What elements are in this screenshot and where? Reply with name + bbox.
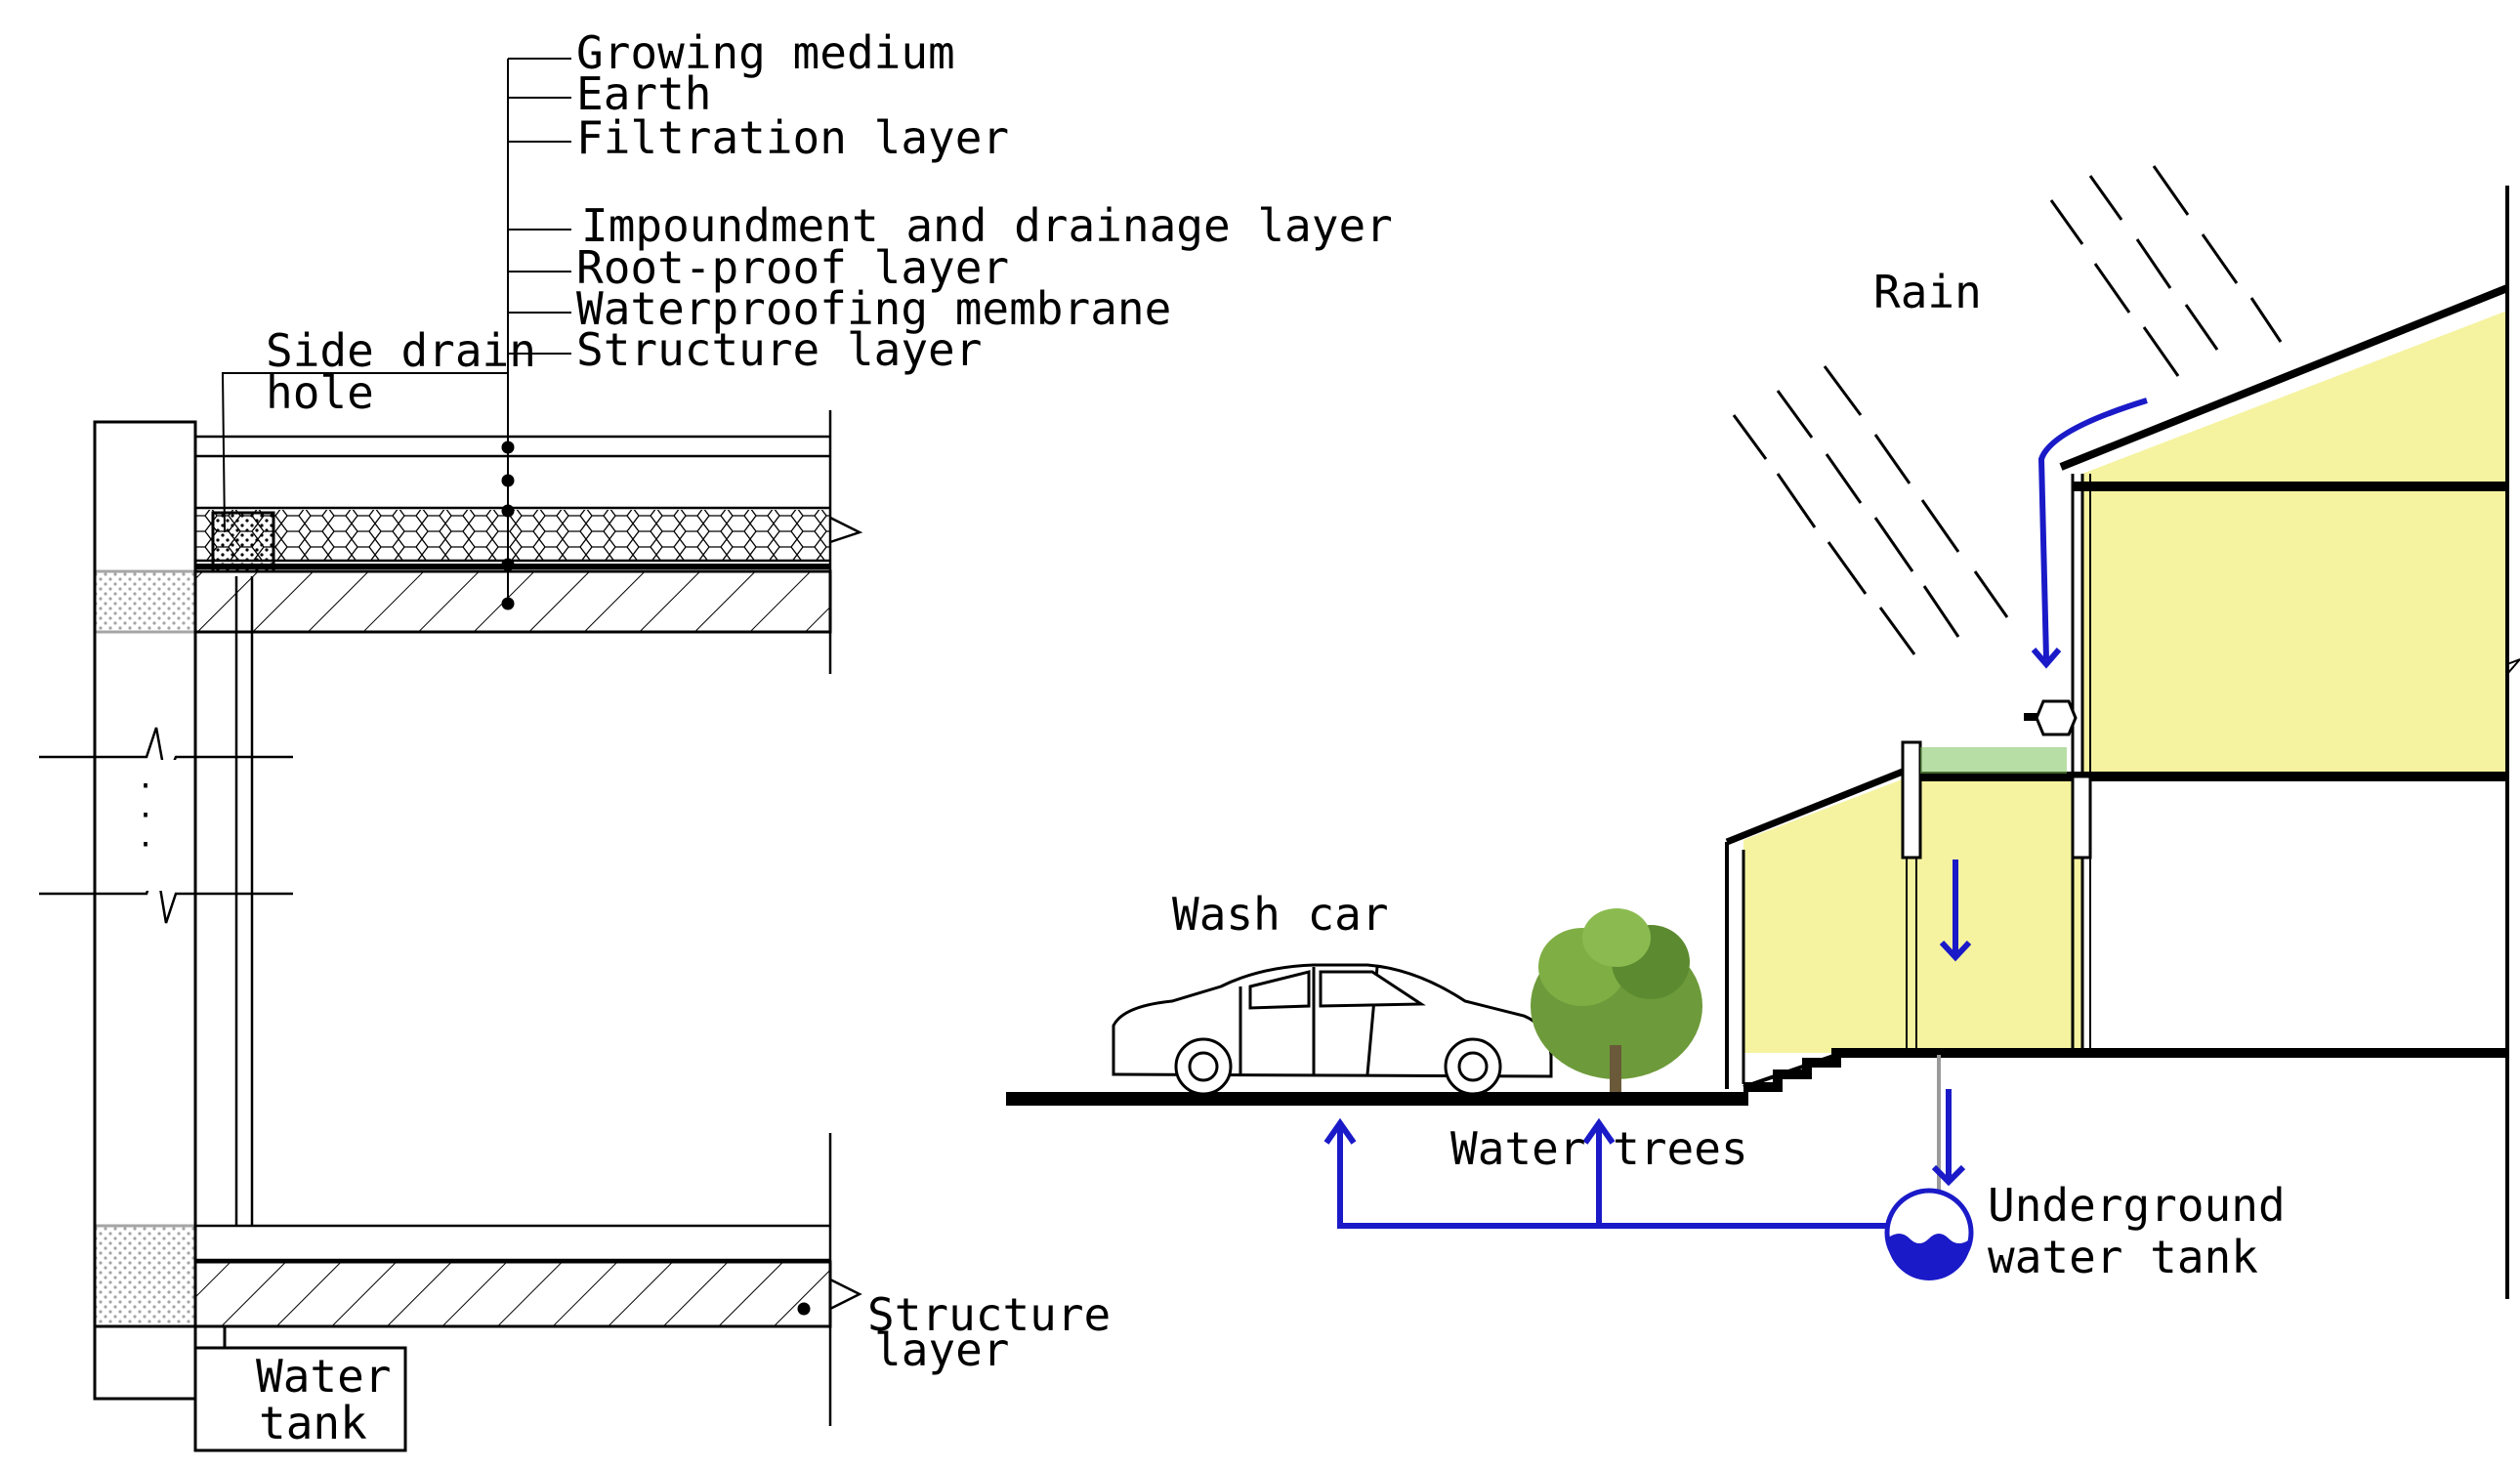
water-tap-icon — [2035, 699, 2078, 736]
upper-roof-line — [2059, 284, 2509, 471]
lower-structure-slab — [193, 1260, 832, 1328]
insulation-band — [93, 569, 197, 634]
layer-labels: Growing medium Earth Filtration layer Im… — [576, 26, 1393, 376]
tree-icon — [1531, 908, 1702, 1092]
water-tank-label-line1: Water — [256, 1350, 391, 1403]
layer-label-structure: Structure layer — [576, 323, 982, 376]
svg-text:·: · — [137, 828, 154, 862]
underground-tank-label-line2: water tank — [1988, 1231, 2258, 1283]
break-line-upper — [39, 727, 293, 786]
roof-section-detail: · · · — [39, 58, 863, 1452]
svg-text:·: · — [137, 799, 154, 833]
rain-label: Rain — [1873, 266, 1982, 318]
column-left — [1901, 740, 1922, 860]
rain-icon — [1732, 165, 2283, 655]
side-drain-label-line1: Side drain — [266, 324, 536, 377]
car-icon — [1112, 963, 1553, 1096]
lower-building-fill — [1743, 776, 2082, 1053]
drainage-layer — [195, 510, 830, 561]
structure-label-line1: Structure — [867, 1288, 1111, 1341]
downpipe-arrowhead — [2031, 648, 2062, 669]
upper-building-fill — [2082, 311, 2507, 776]
break-line-lower — [39, 863, 293, 924]
layer-label-filtration: Filtration layer — [576, 111, 1009, 164]
water-flow-system — [1323, 398, 2148, 1229]
street-pavement — [1006, 1092, 1748, 1106]
structure-label-line2: layer — [874, 1323, 1009, 1376]
ellipsis-dots: · — [137, 770, 154, 804]
water-trees-label: Water trees — [1450, 1122, 1748, 1175]
lower-roof-line — [1725, 768, 1905, 846]
column-right — [2071, 775, 2092, 860]
ground-floor-line — [1743, 1048, 2507, 1092]
underground-tank-icon — [1884, 1188, 1974, 1280]
wash-car-label: Wash car — [1172, 888, 1389, 941]
layer-label-earth: Earth — [576, 67, 711, 120]
layer-label-waterproofing: Waterproofing membrane — [576, 282, 1171, 335]
side-drain-hole — [211, 511, 275, 573]
underground-tank-label-line1: Underground — [1988, 1179, 2286, 1232]
layer-label-impoundment: Impoundment and drainage layer — [581, 199, 1393, 252]
side-drain-label-line2: hole — [266, 366, 374, 419]
water-tank-label-line2: tank — [259, 1397, 367, 1449]
green-roof-grass — [1920, 747, 2067, 774]
distribution-pipe — [1337, 1128, 1890, 1229]
layer-label-growing-medium: Growing medium — [576, 26, 955, 79]
water-tank-box — [193, 1346, 407, 1452]
building-section — [1006, 186, 2520, 1299]
layer-label-root-proof: Root-proof layer — [576, 241, 1009, 294]
downpipe-top — [2037, 398, 2148, 660]
